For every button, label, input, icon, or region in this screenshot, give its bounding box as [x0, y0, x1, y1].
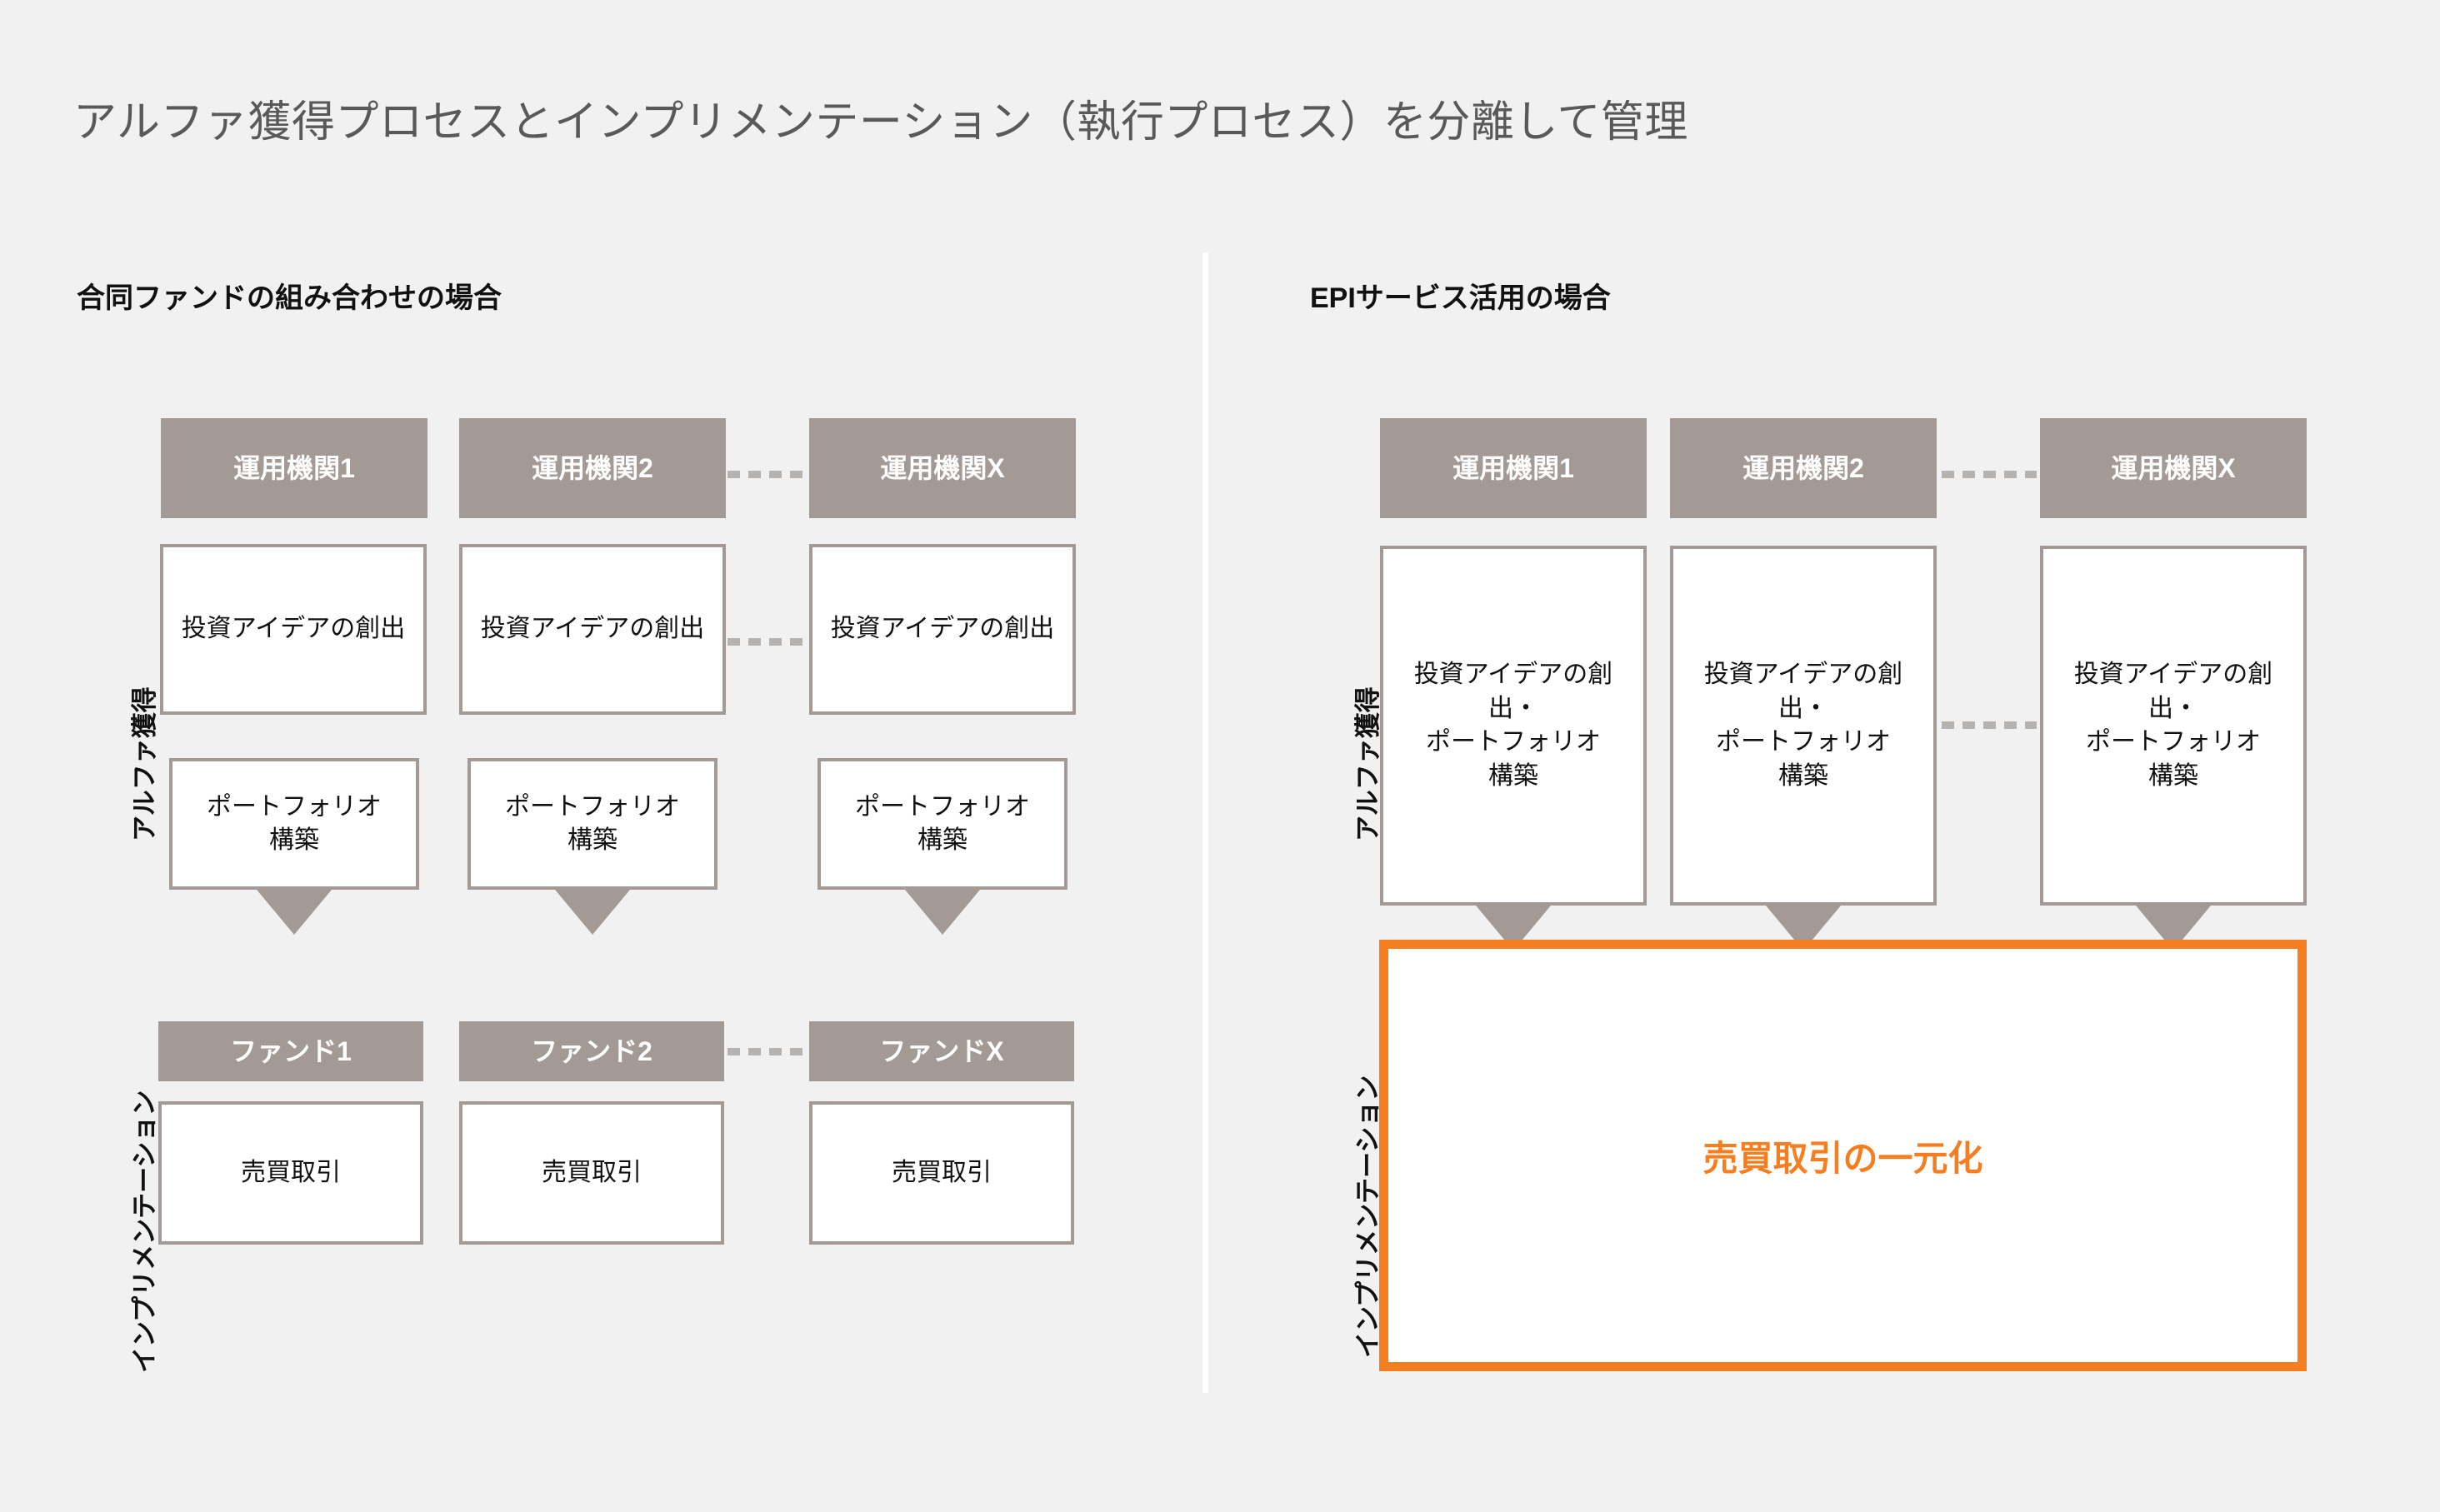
left-dashed-connector-fund [728, 1048, 808, 1055]
left-arrow-down-2 [555, 890, 630, 935]
left-manager-header-2[interactable]: 運用機関2 [459, 418, 726, 518]
left-row-label-implementation: インプリメンテーション [130, 1090, 159, 1373]
left-row-label-alpha: アルファ獲得 [130, 686, 159, 841]
left-manager-idea-2[interactable]: 投資アイデアの創出 [459, 544, 726, 715]
left-manager-header-1[interactable]: 運用機関1 [161, 418, 428, 518]
right-manager-body-2[interactable]: 投資アイデアの創出・ポートフォリオ構築 [1670, 546, 1937, 906]
left-manager-portfolio-2[interactable]: ポートフォリオ構築 [468, 758, 718, 890]
right-manager-body-1[interactable]: 投資アイデアの創出・ポートフォリオ構築 [1380, 546, 1647, 906]
left-arrow-down-1 [257, 890, 332, 935]
right-dashed-connector-body [1942, 721, 2037, 729]
left-fund-trade-3[interactable]: 売買取引 [809, 1101, 1074, 1245]
right-dashed-connector-header [1942, 471, 2037, 478]
left-fund-header-2[interactable]: ファンド2 [459, 1021, 724, 1081]
left-fund-trade-1[interactable]: 売買取引 [158, 1101, 423, 1245]
right-row-label-alpha: アルファ獲得 [1353, 686, 1382, 841]
left-fund-trade-2[interactable]: 売買取引 [459, 1101, 724, 1245]
left-fund-header-3[interactable]: ファンドX [809, 1021, 1074, 1081]
left-manager-idea-1[interactable]: 投資アイデアの創出 [160, 544, 427, 715]
left-manager-header-3[interactable]: 運用機関X [809, 418, 1076, 518]
panel-divider [1202, 252, 1208, 1393]
left-fund-header-1[interactable]: ファンド1 [158, 1021, 423, 1081]
right-manager-body-3[interactable]: 投資アイデアの創出・ポートフォリオ構築 [2040, 546, 2307, 906]
consolidated-trading-box[interactable]: 売買取引の一元化 [1379, 940, 2307, 1371]
consolidated-trading-label: 売買取引の一元化 [1702, 1138, 1983, 1178]
right-panel-heading: EPIサービス活用の場合 [1310, 282, 1611, 314]
left-manager-idea-3[interactable]: 投資アイデアの創出 [809, 544, 1076, 715]
left-arrow-down-3 [905, 890, 980, 935]
left-dashed-connector-idea [728, 638, 808, 646]
page-title: アルファ獲得プロセスとインプリメンテーション（執行プロセス）を分離して管理 [73, 98, 1688, 147]
right-manager-header-1[interactable]: 運用機関1 [1380, 418, 1647, 518]
left-manager-portfolio-3[interactable]: ポートフォリオ構築 [818, 758, 1068, 890]
right-manager-header-3[interactable]: 運用機関X [2040, 418, 2307, 518]
right-manager-header-2[interactable]: 運用機関2 [1670, 418, 1937, 518]
left-panel-heading: 合同ファンドの組み合わせの場合 [77, 282, 502, 314]
left-manager-portfolio-1[interactable]: ポートフォリオ構築 [169, 758, 419, 890]
left-dashed-connector-header [728, 471, 808, 478]
